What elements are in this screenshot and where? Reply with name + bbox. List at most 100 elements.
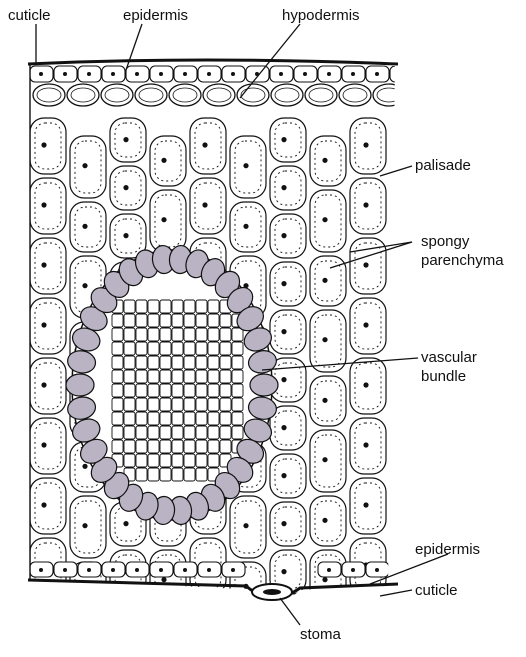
xylem-cell bbox=[208, 356, 219, 369]
xylem-cell bbox=[196, 454, 207, 467]
mesophyll-cell bbox=[270, 262, 306, 306]
mesophyll-cell bbox=[30, 358, 66, 414]
xylem-cell bbox=[196, 440, 207, 453]
nucleus bbox=[322, 577, 327, 582]
mesophyll-cell bbox=[190, 118, 226, 174]
xylem-cell bbox=[124, 356, 135, 369]
xylem-cell bbox=[196, 342, 207, 355]
xylem-cell bbox=[184, 314, 195, 327]
xylem-cell bbox=[208, 370, 219, 383]
nucleus bbox=[82, 283, 87, 288]
xylem-cell bbox=[184, 426, 195, 439]
nucleus bbox=[363, 142, 368, 147]
mesophyll-cell bbox=[30, 238, 66, 294]
label-cuticle-bottom: cuticle bbox=[415, 583, 458, 599]
xylem-cell bbox=[124, 370, 135, 383]
xylem-cell bbox=[220, 440, 231, 453]
xylem-cell bbox=[148, 328, 159, 341]
xylem-cell bbox=[184, 370, 195, 383]
nucleus bbox=[161, 158, 166, 163]
xylem-cell bbox=[148, 370, 159, 383]
xylem-cell bbox=[124, 300, 135, 313]
mesophyll-cell bbox=[270, 166, 306, 210]
xylem-cell bbox=[112, 426, 123, 439]
xylem-cell bbox=[112, 398, 123, 411]
nucleus bbox=[351, 568, 355, 572]
label-vascular: vascular bbox=[421, 350, 477, 366]
xylem-cell bbox=[172, 356, 183, 369]
xylem-cell bbox=[232, 342, 243, 355]
xylem-cell bbox=[196, 426, 207, 439]
xylem-cell bbox=[196, 370, 207, 383]
xylem-cell bbox=[160, 454, 171, 467]
nucleus bbox=[281, 521, 286, 526]
nucleus bbox=[363, 502, 368, 507]
xylem-cell bbox=[220, 328, 231, 341]
nucleus bbox=[41, 262, 46, 267]
xylem-cell bbox=[136, 440, 147, 453]
hypodermis-cell bbox=[169, 84, 201, 106]
nucleus bbox=[41, 142, 46, 147]
tissue-layers bbox=[28, 60, 413, 612]
xylem-cell bbox=[232, 370, 243, 383]
xylem-cell bbox=[232, 412, 243, 425]
nucleus bbox=[82, 523, 87, 528]
xylem-cell bbox=[160, 468, 171, 481]
xylem-cell bbox=[172, 454, 183, 467]
leaf-interior bbox=[30, 66, 413, 612]
nucleus bbox=[281, 281, 286, 286]
xylem-cell bbox=[232, 426, 243, 439]
xylem-cell bbox=[220, 356, 231, 369]
nucleus bbox=[327, 72, 331, 76]
xylem-cell bbox=[232, 356, 243, 369]
xylem-cell bbox=[208, 426, 219, 439]
hypodermis-cell bbox=[339, 84, 371, 106]
nucleus bbox=[243, 163, 248, 168]
xylem-cell bbox=[160, 328, 171, 341]
xylem-cell bbox=[208, 412, 219, 425]
xylem-cell bbox=[184, 412, 195, 425]
epidermal-cell bbox=[390, 66, 413, 82]
xylem-cell bbox=[208, 328, 219, 341]
xylem-cell bbox=[148, 300, 159, 313]
xylem-cell bbox=[172, 300, 183, 313]
xylem-cell bbox=[124, 314, 135, 327]
label-epidermis-top: epidermis bbox=[123, 8, 188, 24]
xylem-cell bbox=[160, 440, 171, 453]
hypodermis-cell bbox=[373, 84, 405, 106]
nucleus bbox=[322, 518, 327, 523]
nucleus bbox=[135, 72, 139, 76]
xylem-cell bbox=[148, 314, 159, 327]
nucleus bbox=[123, 137, 128, 142]
hypodermis-cell bbox=[135, 84, 167, 106]
nucleus bbox=[41, 322, 46, 327]
label-palisade: palisade bbox=[415, 158, 471, 174]
nucleus bbox=[63, 72, 67, 76]
nucleus bbox=[363, 322, 368, 327]
xylem-cell bbox=[148, 384, 159, 397]
xylem-cell bbox=[136, 468, 147, 481]
nucleus bbox=[39, 568, 43, 572]
xylem-cell bbox=[172, 426, 183, 439]
nucleus bbox=[159, 568, 163, 572]
xylem-cell bbox=[148, 356, 159, 369]
xylem-cell bbox=[136, 412, 147, 425]
xylem-cell bbox=[208, 440, 219, 453]
xylem-cell bbox=[196, 398, 207, 411]
xylem-cell bbox=[196, 412, 207, 425]
xylem-cell bbox=[124, 328, 135, 341]
xylem-cell bbox=[184, 328, 195, 341]
xylem-cell bbox=[124, 440, 135, 453]
xylem-cell bbox=[148, 412, 159, 425]
nucleus bbox=[135, 568, 139, 572]
nucleus bbox=[322, 337, 327, 342]
nucleus bbox=[322, 457, 327, 462]
xylem-cell bbox=[184, 454, 195, 467]
xylem-cell bbox=[184, 356, 195, 369]
nucleus bbox=[161, 217, 166, 222]
nucleus bbox=[322, 217, 327, 222]
nucleus bbox=[279, 72, 283, 76]
nucleus bbox=[87, 72, 91, 76]
nucleus bbox=[63, 568, 67, 572]
